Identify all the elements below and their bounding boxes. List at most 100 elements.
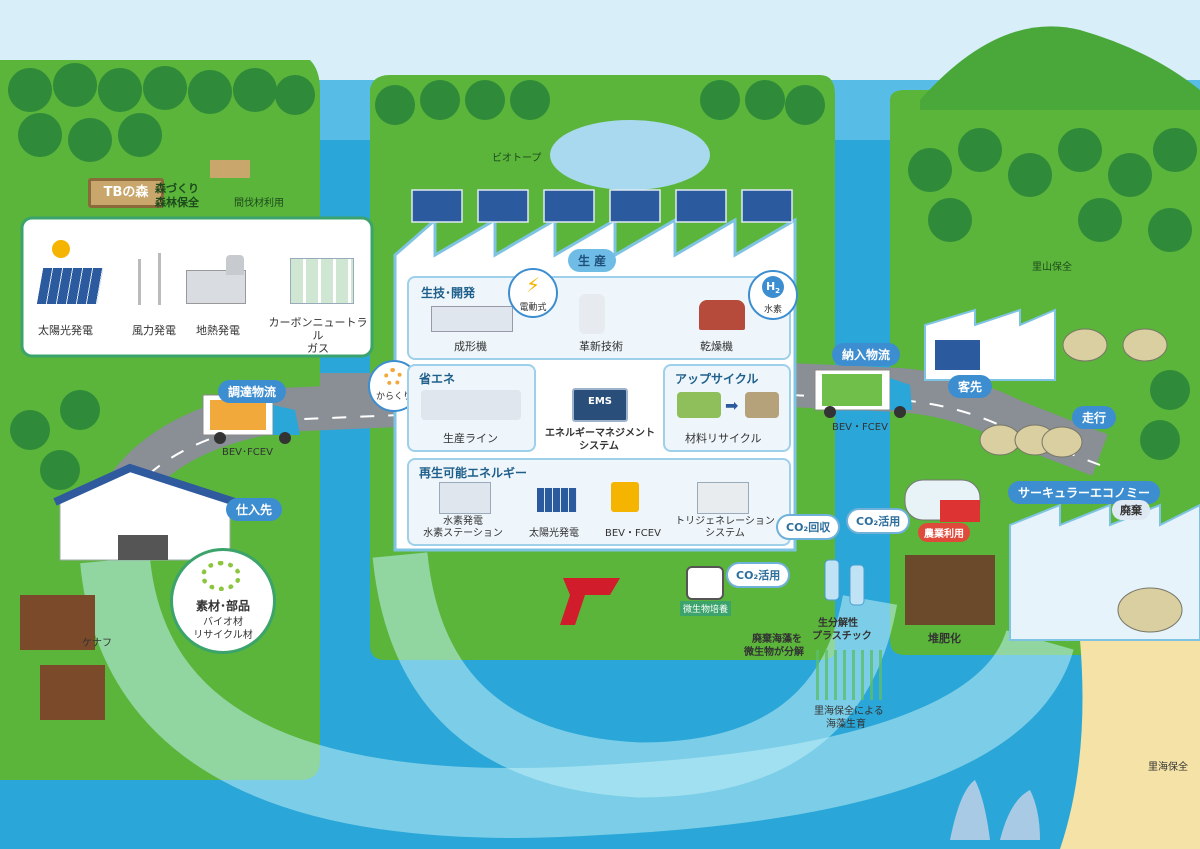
seaweed-growth-line-1: 里海保全による	[814, 706, 884, 717]
mountain	[920, 26, 1200, 110]
geothermal-plant-icon	[186, 270, 246, 304]
petri-dish-icon	[686, 566, 724, 600]
arrow-right-icon: ➡	[725, 396, 739, 415]
dev-item-dryer: 乾燥機	[700, 340, 733, 353]
circular-economy-label: サーキュラーエコノミー	[1008, 481, 1161, 504]
biotope-pond	[550, 120, 710, 190]
seaweed-decomp-line-2: 微生物が分解	[744, 647, 804, 658]
trees	[8, 63, 1197, 490]
hydrogen-badge-label: 水素	[763, 305, 782, 315]
delivery-vehicle: BEV・FCEV	[832, 422, 888, 433]
upcycle-title: アップサイクル	[675, 372, 759, 386]
customer-label: 客先	[948, 375, 993, 398]
driving-label: 走行	[1072, 406, 1117, 429]
biotope-label: ビオトープ	[492, 153, 542, 164]
beach	[1060, 630, 1200, 849]
renewable-item-hydrogen: 水素発電 水素ステーション	[423, 516, 503, 539]
lightning-icon: ⚡	[526, 273, 541, 297]
upcycle-item: 材料リサイクル	[685, 432, 762, 445]
wind-turbine-icon	[130, 245, 170, 305]
save-energy-item: 生産ライン	[443, 432, 498, 445]
bottle-1	[824, 559, 840, 601]
co2-capture-label: CO₂回収	[776, 514, 841, 540]
small-evs	[979, 328, 1183, 633]
renewable-panel: 再生可能エネルギー 水素発電 水素ステーション 太陽光発電 BEV・FCEV ト…	[407, 458, 791, 546]
forklift-icon	[611, 482, 639, 512]
production-line-icon	[421, 390, 521, 420]
electric-badge-label: 電動式	[519, 303, 547, 313]
energy-item-gas: カーボンニュートラル ガス	[268, 316, 368, 355]
molding-machine-icon	[431, 306, 513, 332]
gear-icon	[384, 368, 402, 386]
kenaf-bed-1	[20, 595, 95, 650]
gas-plant-icon	[290, 258, 354, 304]
robot-arm-icon	[579, 294, 605, 334]
trigeneration-icon	[697, 482, 749, 514]
bioplastic-line-1: 生分解性	[818, 618, 858, 629]
sun-icon	[52, 240, 70, 258]
sea-conservation-label: 里海保全	[1148, 762, 1188, 773]
karakuri-label: からくり	[375, 392, 412, 402]
renewable-item-trigeneration: トリジェネレーション システム	[675, 516, 775, 539]
delivery-truck	[814, 369, 912, 418]
dev-item-innovation: 革新技術	[579, 340, 623, 353]
procurement-vehicle: BEV･FCEV	[222, 447, 273, 458]
solar-panel-small-icon	[537, 488, 577, 512]
compost-field	[905, 555, 995, 625]
save-energy-panel: 省エネ 生産ライン	[407, 364, 536, 452]
coral	[950, 780, 1040, 840]
supplier-label: 仕入先	[226, 498, 283, 521]
gear-cluster-icon	[201, 561, 241, 591]
materials-line-2: リサイクル材	[193, 630, 253, 641]
waste-label: 廃棄	[1112, 500, 1150, 520]
solar-panel-icon	[36, 268, 104, 304]
microbe-label: 微生物培養	[680, 601, 732, 616]
agriculture-label: 農業利用	[918, 523, 970, 542]
dev-item-molding: 成形機	[454, 340, 487, 353]
energy-item-wind: 風力発電	[132, 324, 176, 337]
kenaf-label: ケナフ	[82, 638, 112, 649]
tractor	[940, 500, 980, 522]
materials-line-1: バイオ材	[203, 617, 243, 628]
ems-monitor: EMS	[572, 388, 628, 422]
bench	[210, 160, 250, 178]
hydrogen-badge: H2 水素	[748, 270, 798, 320]
dryer-icon	[699, 300, 745, 330]
renewable-item-solar: 太陽光発電	[529, 528, 579, 539]
electric-badge: ⚡ 電動式	[508, 268, 558, 318]
cooling-tower-icon	[226, 255, 244, 275]
hydrogen-station-icon	[439, 482, 491, 514]
thinned-wood-label: 間伐材利用	[234, 198, 284, 209]
upcycle-panel: アップサイクル ➡ 材料リサイクル	[663, 364, 791, 452]
ems-tag: EMS	[588, 396, 612, 407]
forest-care-label-2: 森林保全	[155, 196, 199, 209]
h2-letter: H	[765, 280, 776, 293]
microbe-co2-label: CO₂活用	[726, 562, 791, 588]
seaweed-growth-line-2: 海藻生育	[826, 719, 866, 730]
procurement-label: 調達物流	[218, 380, 287, 403]
energy-item-solar: 太陽光発電	[38, 324, 93, 337]
company-logo-mark	[560, 578, 620, 625]
roof-solar-panels	[411, 189, 793, 223]
dev-panel: 生技･開発 成形機 革新技術 乾燥機	[407, 276, 791, 360]
compost-label: 堆肥化	[928, 632, 961, 645]
customer-building	[924, 308, 1056, 381]
forest-care-label-1: 森づくり	[155, 182, 199, 195]
delivery-label: 納入物流	[832, 343, 901, 366]
supplier-building	[53, 463, 237, 561]
agri-co2-label: CO₂活用	[846, 508, 911, 534]
bioplastic-line-2: プラスチック	[812, 631, 872, 642]
materials-badge: 素材･部品 バイオ材 リサイクル材	[170, 548, 276, 654]
satoyama-label: 里山保全	[1032, 262, 1072, 273]
save-energy-title: 省エネ	[419, 372, 456, 386]
seaweed-decomp-line-1: 廃棄海藻を	[752, 634, 802, 645]
kenaf-bed-2	[40, 665, 105, 720]
seaweed-icon	[816, 650, 886, 700]
forest-sign: TBの森	[88, 178, 164, 208]
bottle-2	[849, 564, 865, 606]
fabric-roll-icon	[677, 392, 721, 418]
energy-item-geothermal: 地熱発電	[196, 324, 240, 337]
ems-line-1: エネルギーマネジメント	[545, 428, 655, 439]
circular-flow-outer	[80, 556, 1074, 838]
